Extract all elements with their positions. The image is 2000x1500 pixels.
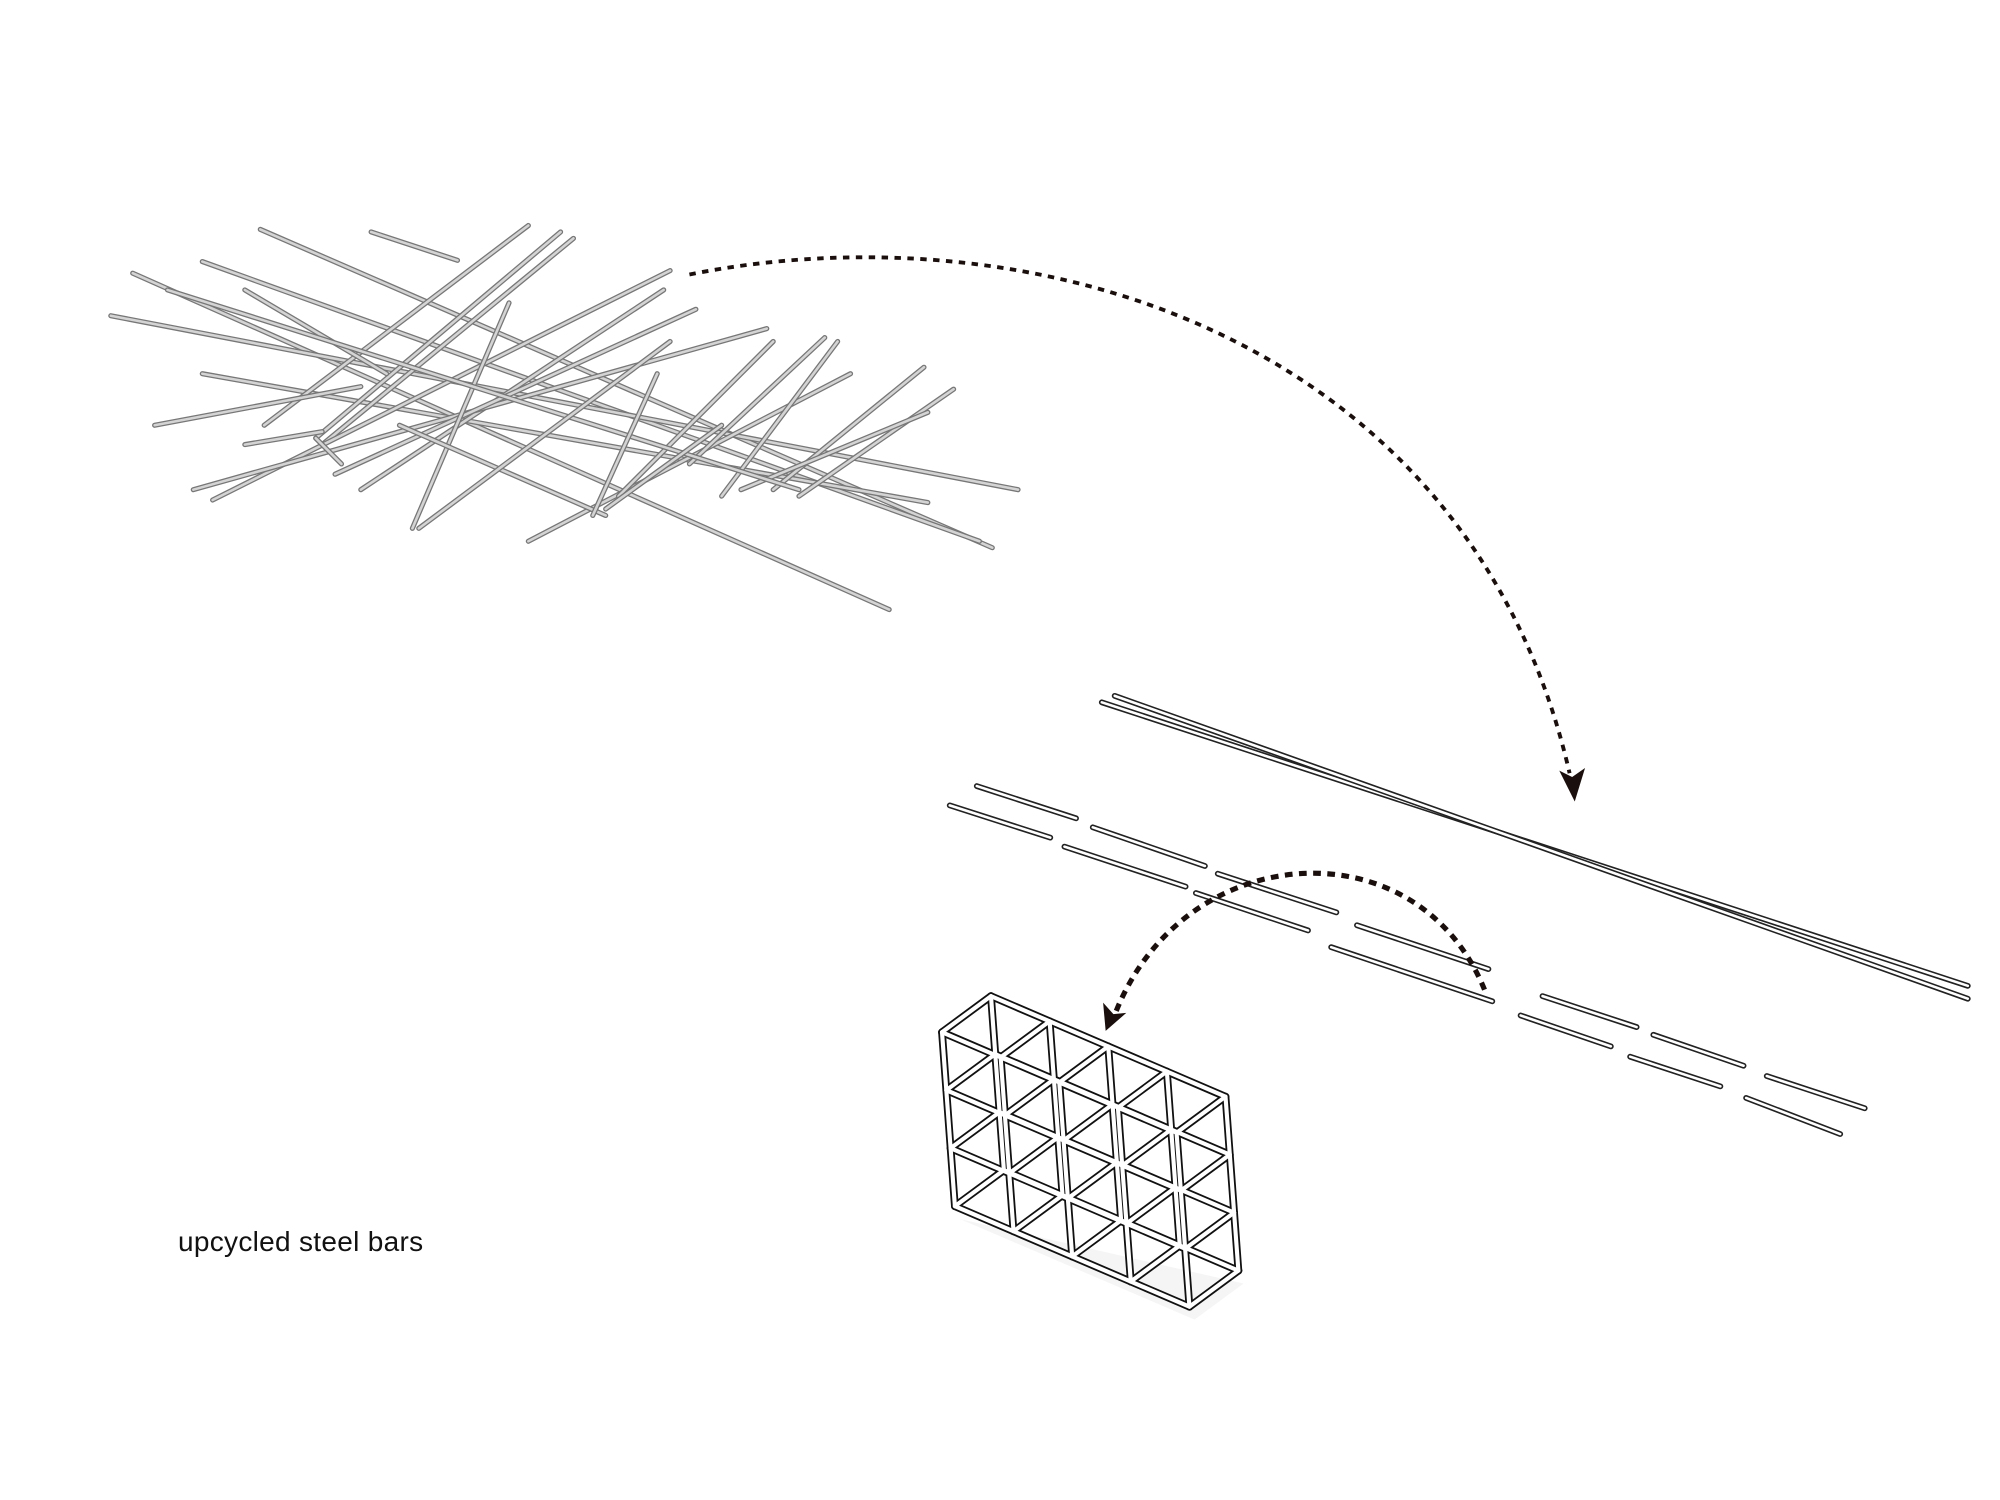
shelf-bar-core bbox=[1007, 1135, 1061, 1176]
grid-shelf-structure bbox=[938, 992, 1244, 1320]
steel-bar-core bbox=[320, 237, 575, 446]
steel-bar-core bbox=[243, 288, 388, 375]
shelf-bar-core bbox=[998, 1019, 1052, 1060]
cut-rod-segment-core bbox=[975, 784, 1078, 820]
shelf-bar-core bbox=[1187, 1268, 1241, 1309]
steel-bar-core bbox=[131, 271, 891, 611]
shelf-bar-core bbox=[1115, 1105, 1133, 1284]
shelf-bar-core bbox=[1174, 1130, 1192, 1309]
shelf-bar-core bbox=[1223, 1094, 1241, 1273]
shelf-bar-core bbox=[988, 994, 1006, 1173]
shelf-bar-core bbox=[939, 1030, 957, 1209]
cut-rod-segment-core bbox=[1541, 994, 1638, 1029]
cut-rod-segment-core bbox=[1355, 923, 1490, 971]
steel-bar-core bbox=[153, 385, 363, 427]
cut-rod-segment-core bbox=[1329, 945, 1494, 1003]
cut-rod-segment-core bbox=[1765, 1074, 1866, 1110]
shelf-bar-core bbox=[1178, 1152, 1232, 1193]
shelf-bar-core bbox=[1070, 1218, 1124, 1259]
shelf-bar-core bbox=[1124, 1185, 1178, 1226]
shelf-bar-core bbox=[1057, 1044, 1111, 1085]
cut-rod-segment-core bbox=[948, 804, 1052, 839]
cut-rod-segment-core bbox=[1194, 891, 1310, 932]
steel-bar-core bbox=[591, 372, 659, 517]
shelf-bar-core bbox=[952, 1168, 1006, 1209]
steel-bar-core bbox=[259, 228, 994, 549]
arrowhead-icon bbox=[1103, 1002, 1127, 1031]
steel-bar-core bbox=[243, 430, 324, 446]
steel-bar-core bbox=[797, 387, 955, 498]
steel-bar-core bbox=[688, 336, 827, 466]
shelf-bar-core bbox=[1128, 1243, 1182, 1284]
shelf-bar-core bbox=[1057, 1080, 1075, 1259]
cut-rod-segment-core bbox=[1216, 872, 1338, 914]
steel-bar-core bbox=[604, 423, 723, 511]
steel-bar-core bbox=[771, 365, 926, 491]
process-arrows bbox=[689, 255, 1586, 1031]
shelf-bar-core bbox=[1002, 1077, 1056, 1118]
shelf-bar-core bbox=[1061, 1102, 1115, 1143]
scattered-steel-bars bbox=[108, 222, 1021, 613]
steel-bar-core bbox=[417, 340, 672, 530]
shelf-bar-core bbox=[998, 1055, 1016, 1234]
steel-bar-core bbox=[739, 411, 930, 491]
cut-rod-segment-core bbox=[1063, 845, 1187, 888]
arrowhead-icon bbox=[1559, 768, 1586, 802]
shelf-bar-core bbox=[1011, 1193, 1065, 1234]
cut-rod-segment-core bbox=[1652, 1033, 1745, 1068]
steel-bar-core bbox=[314, 230, 562, 440]
steel-bar-core bbox=[359, 288, 665, 491]
cut-rod-segment-core bbox=[1519, 1014, 1613, 1048]
shelf-bar-core bbox=[944, 1052, 998, 1093]
shelf-bar-core bbox=[948, 1110, 1002, 1151]
steel-bar-core bbox=[314, 436, 343, 466]
cut-rod-segment-core bbox=[1091, 826, 1207, 868]
steel-bar-core bbox=[398, 423, 607, 517]
shelf-bar-core bbox=[1047, 1019, 1065, 1198]
sorted-steel-rods bbox=[946, 692, 1971, 1137]
shelf-bar-core bbox=[939, 994, 994, 1035]
steel-bar-core bbox=[333, 307, 698, 476]
long-rod-core bbox=[1113, 694, 1970, 1000]
shelf-bar-core bbox=[1120, 1127, 1174, 1168]
steel-bar-core bbox=[262, 224, 530, 427]
steel-bar-core bbox=[411, 301, 511, 530]
steel-bar-core bbox=[617, 340, 775, 498]
shelf-bar-core bbox=[1106, 1044, 1124, 1223]
steel-bar-core bbox=[369, 230, 459, 262]
dashed-arrow-pile-to-rods bbox=[689, 255, 1572, 774]
shelf-bar-core bbox=[1164, 1069, 1182, 1248]
caption-label: upcycled steel bars bbox=[178, 1226, 424, 1257]
steel-bar-core bbox=[109, 314, 1020, 491]
shelf-bar-core bbox=[1174, 1094, 1228, 1135]
shelf-bar-core bbox=[1115, 1069, 1169, 1110]
cut-rod-segment-core bbox=[1744, 1096, 1842, 1136]
cut-rod-segment-core bbox=[1628, 1055, 1722, 1088]
dashed-arrow-rods-to-shelf bbox=[1113, 870, 1487, 1013]
shelf-bar-core bbox=[1065, 1160, 1119, 1201]
steel-bar-core bbox=[166, 288, 801, 491]
shelf-bar-core bbox=[1183, 1210, 1237, 1251]
